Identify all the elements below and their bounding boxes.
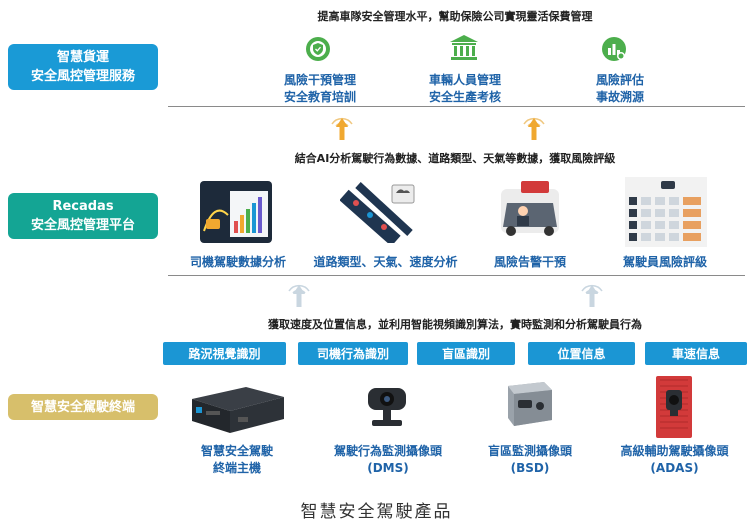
- middle-caption: 結合AI分析駕駛行為數據、道路類型、天氣等數據，獲取風險評級: [294, 152, 616, 165]
- layer-badge-platform: Recadas 安全風控管理平台: [8, 193, 158, 239]
- layer-badge-terminal: 智慧安全駕駛終端: [8, 394, 158, 420]
- road-weather-image: [340, 181, 418, 243]
- service-label-line1: 風險干預管理: [283, 73, 356, 87]
- device-label-line1: 盲區監測攝像頭: [487, 444, 572, 458]
- layer-badge-service-line1: 智慧貨運: [56, 50, 109, 65]
- platform-divider-line: [168, 275, 745, 276]
- service-label-line2: 安全教育培訓: [283, 90, 356, 104]
- device-label-line1: 駕駛行為監測攝像頭: [333, 444, 442, 458]
- terminal-host-image: [186, 377, 288, 437]
- platform-label-driver-rating: 駕駛員風險評級: [622, 255, 707, 269]
- platform-label-driver-data: 司機駕駛數據分析: [189, 255, 286, 269]
- function-chip-blind-spot: 盲區識別: [417, 342, 515, 365]
- shield-icon: [306, 37, 330, 61]
- driver-data-analytics-image: [200, 181, 272, 243]
- device-label-dms: 駕駛行為監測攝像頭 (DMS): [318, 443, 458, 477]
- service-label-risk-assessment: 風險評估 事故溯源: [555, 72, 685, 106]
- device-label-line2: (BSD): [510, 461, 550, 475]
- layer-badge-terminal-line1: 智慧安全駕駛終端: [30, 399, 135, 415]
- top-caption: 提高車隊安全管理水平，幫助保險公司實現靈活保費管理: [317, 10, 593, 23]
- up-arrow-icon: [331, 117, 353, 140]
- device-label-adas: 高級輔助駕駛攝像頭 (ADAS): [602, 443, 747, 477]
- layer-badge-platform-line1: Recadas: [52, 199, 114, 214]
- device-label-terminal-host: 智慧安全駕駛 終端主機: [172, 443, 302, 477]
- layer-badge-service: 智慧貨運 安全風控管理服務: [8, 44, 158, 90]
- up-arrow-icon: [581, 284, 603, 307]
- service-label-line2: 事故溯源: [595, 90, 644, 104]
- bsd-camera-image: [508, 382, 552, 426]
- device-label-line1: 高級輔助駕駛攝像頭: [620, 444, 729, 458]
- device-label-line2: 終端主機: [212, 461, 261, 475]
- platform-label-road-weather: 道路類型、天氣、速度分析: [313, 255, 458, 269]
- driver-rating-image: [625, 177, 707, 247]
- building-icon: [450, 35, 478, 60]
- device-label-bsd: 盲區監測攝像頭 (BSD): [465, 443, 595, 477]
- layer-badge-service-line2: 安全風控管理服務: [30, 69, 135, 84]
- up-arrow-icon: [523, 117, 545, 140]
- device-label-line1: 智慧安全駕駛: [200, 444, 273, 458]
- dms-camera-image: [368, 388, 406, 426]
- adas-camera-image: [656, 376, 692, 438]
- footer-title: 智慧安全駕駛產品: [300, 502, 453, 522]
- function-chip-road-vision: 路況視覺識別: [163, 342, 286, 365]
- function-chip-driver-behavior: 司機行為識別: [298, 342, 408, 365]
- layer-badge-platform-line2: 安全風控管理平台: [30, 218, 135, 233]
- bottom-caption: 獲取速度及位置信息，並利用智能視頻識別算法，實時監測和分析駕駛員行為: [268, 318, 642, 331]
- platform-label-risk-alert: 風險告警干預: [493, 255, 566, 269]
- service-label-line1: 車輛人員管理: [428, 73, 501, 87]
- service-label-risk-intervention: 風險干預管理 安全教育培訓: [255, 72, 385, 106]
- device-label-line2: (ADAS): [650, 461, 699, 475]
- service-label-line1: 風險評估: [595, 73, 644, 87]
- risk-alert-image: [493, 181, 565, 243]
- service-label-vehicle-management: 車輛人員管理 安全生產考核: [400, 72, 530, 106]
- chart-icon: [602, 37, 626, 61]
- up-arrow-icon: [288, 284, 310, 307]
- function-chip-location: 位置信息: [528, 342, 635, 365]
- function-chip-speed: 車速信息: [645, 342, 747, 365]
- device-label-line2: (DMS): [367, 461, 409, 475]
- service-divider-line: [168, 106, 745, 107]
- service-label-line2: 安全生產考核: [428, 90, 501, 104]
